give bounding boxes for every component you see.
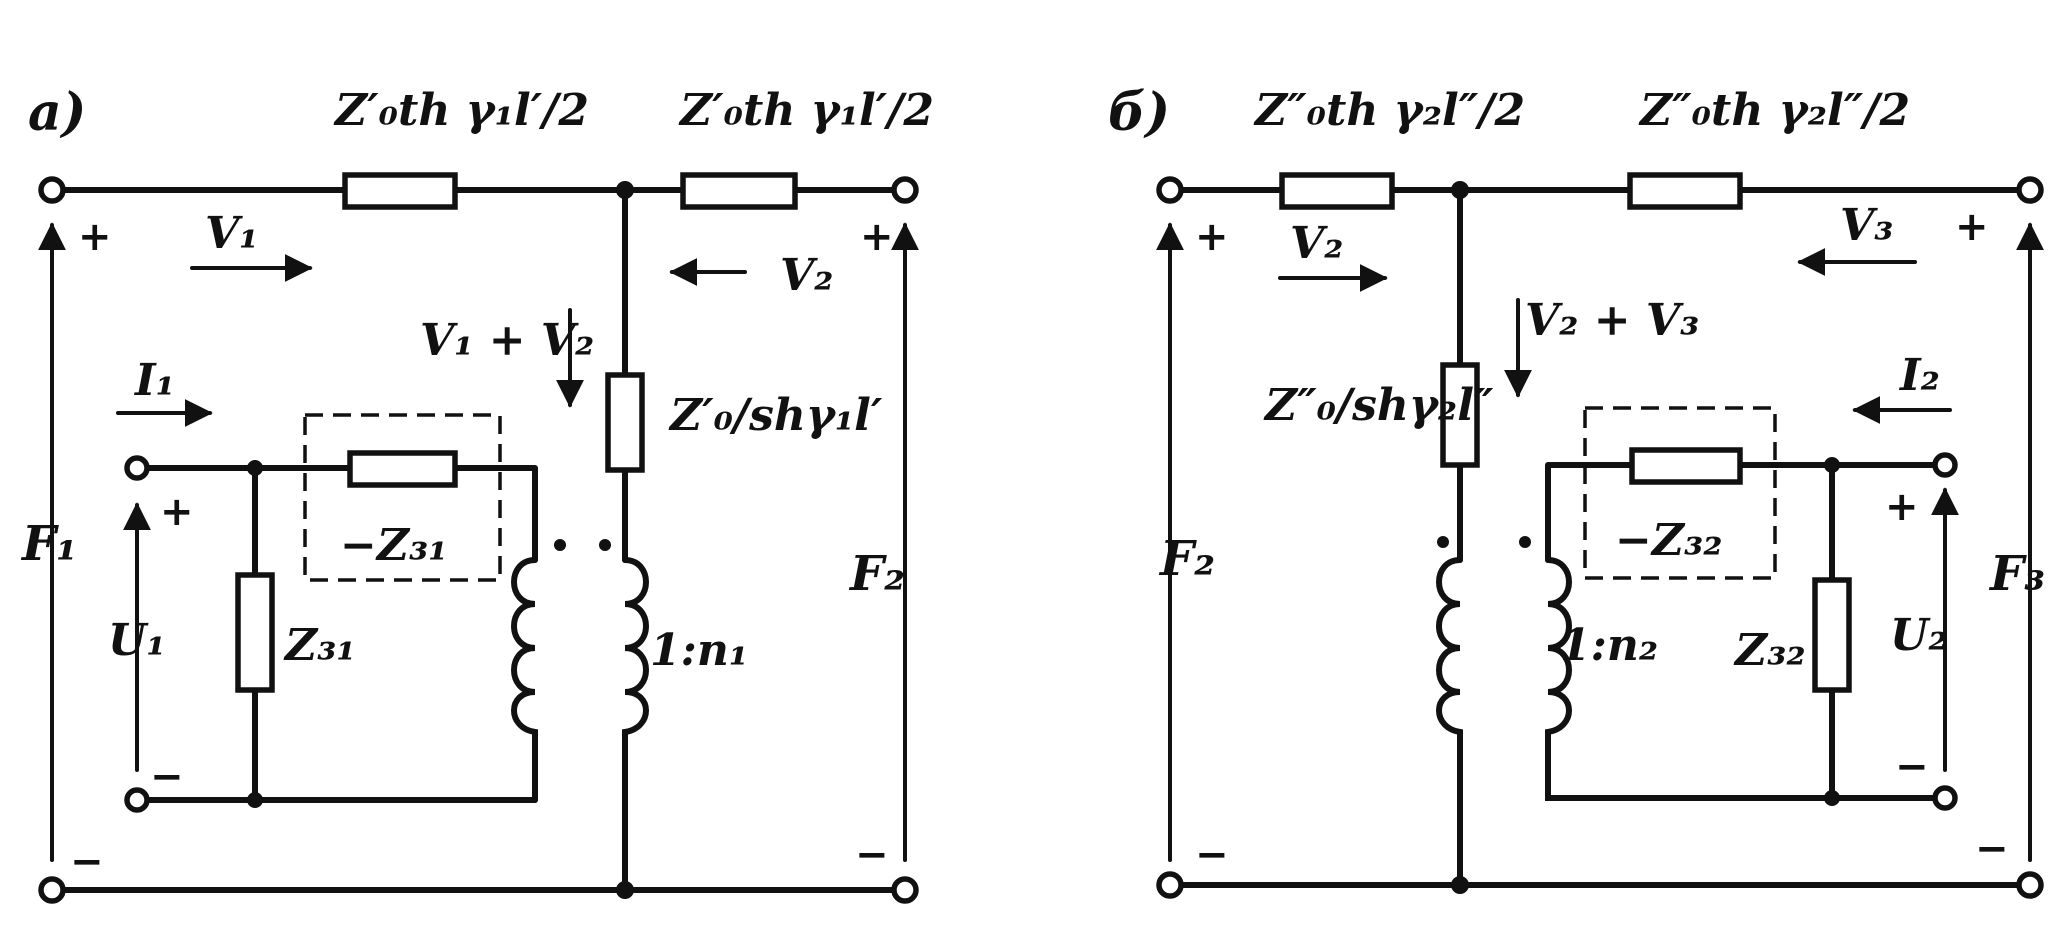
polarity-dot (1519, 536, 1531, 548)
resistor-icon (1629, 447, 1743, 485)
plus-sign: + (160, 489, 194, 535)
resistor-icon (605, 372, 645, 473)
polarity-dot (1437, 536, 1449, 548)
minus-sign: − (855, 832, 889, 878)
polarity-dot (599, 539, 611, 551)
shunt-impedance-label: Z″₀/shγ₂l″ (1263, 380, 1494, 431)
resistor-icon (1627, 172, 1743, 210)
dashed-box (1583, 406, 1777, 580)
panel-a-inner-top (134, 465, 538, 563)
port-label: F₃ (1988, 546, 2045, 602)
plus-sign: + (860, 214, 894, 260)
junction-dot (1824, 457, 1840, 473)
minus-sign: − (70, 839, 104, 885)
sum-label: V₂ + V₃ (1525, 295, 1699, 346)
resistor-icon (342, 172, 458, 210)
shunt-small-label: Z₃₂ (1733, 625, 1806, 676)
turns-ratio-label: 1:n₁ (650, 625, 748, 676)
junction-dot (247, 460, 263, 476)
negative-impedance-label: −Z₃₂ (1615, 515, 1723, 566)
polarity-dot (554, 539, 566, 551)
plus-sign: + (78, 214, 112, 260)
minus-sign: − (1895, 744, 1929, 790)
negative-impedance-label: −Z₃₁ (340, 520, 448, 571)
terminal-icon (124, 455, 150, 481)
panel-a: а) (20, 82, 934, 904)
plus-sign: + (1195, 214, 1229, 260)
terminal-icon (124, 787, 150, 813)
minus-sign: − (150, 754, 184, 800)
terminal-icon (1932, 452, 1958, 478)
series-impedance-label: Z′₀th γ₁l′/2 (333, 85, 589, 136)
resistor-icon (235, 572, 275, 693)
source-voltage-label: U₁ (108, 615, 166, 666)
junction-dot (247, 792, 263, 808)
junction-dot (1824, 790, 1840, 806)
voltage-label: V₁ (205, 208, 258, 259)
plus-sign: + (1885, 484, 1919, 530)
terminal-icon (1932, 785, 1958, 811)
series-impedance-label: Z″₀th γ₂l″/2 (1638, 85, 1910, 136)
plus-sign: + (1955, 204, 1989, 250)
inductor-coil-icon (1436, 557, 1463, 888)
terminal-icon (891, 876, 919, 904)
resistor-icon (680, 172, 798, 210)
resistor-icon (1279, 172, 1395, 210)
current-label: I₂ (1898, 350, 1940, 401)
series-impedance-label: Z″₀th γ₂l″/2 (1253, 85, 1525, 136)
minus-sign: − (1195, 832, 1229, 878)
minus-sign: − (1975, 826, 2009, 872)
terminal-icon (38, 876, 66, 904)
voltage-label: V₃ (1840, 200, 1893, 251)
voltage-label: V₂ (1290, 218, 1343, 269)
port-label: F₁ (20, 516, 77, 572)
inductor-coil-icon (1545, 557, 1948, 801)
shunt-impedance-label: Z′₀/shγ₁l′ (668, 390, 883, 441)
resistor-icon (1812, 577, 1852, 693)
terminal-icon (891, 176, 919, 204)
dashed-box (303, 413, 502, 582)
terminal-icon (38, 176, 66, 204)
panel-b-inner-top (1545, 462, 1948, 563)
terminal-icon (2016, 871, 2044, 899)
inductor-coil-icon (622, 557, 649, 893)
panel-b-tag: б) (1108, 82, 1170, 143)
source-voltage-label: U₂ (1890, 610, 1948, 661)
panel-a-tag: а) (28, 82, 86, 143)
voltage-label: V₂ (780, 250, 833, 301)
port-label: F₂ (1158, 531, 1215, 587)
resistor-icon (1440, 362, 1480, 468)
resistor-icon (347, 450, 458, 488)
inductor-coil-icon (511, 557, 538, 803)
terminal-icon (2016, 176, 2044, 204)
shunt-small-label: Z₃₁ (283, 620, 356, 671)
sum-label: V₁ + V₂ (420, 315, 594, 366)
turns-ratio-label: 1:n₂ (1560, 620, 1658, 671)
terminal-icon (1156, 176, 1184, 204)
series-impedance-label: Z′₀th γ₁l′/2 (678, 85, 934, 136)
terminal-icon (1156, 871, 1184, 899)
current-label: I₁ (133, 355, 175, 406)
port-label: F₂ (848, 546, 905, 602)
panel-b: б) (1108, 82, 2045, 899)
